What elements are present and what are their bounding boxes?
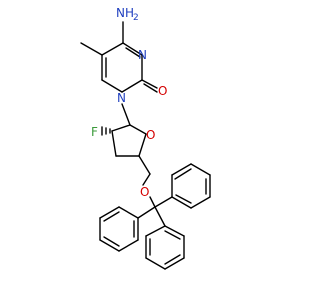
- phenyl-ring-bottom: [145, 225, 185, 270]
- trityl-bond-down: [154, 206, 166, 227]
- molecule-structure: NH 2 N N O F O O: [80, 6, 211, 270]
- o-trityl-bond: [149, 196, 156, 208]
- structure-drawing: NH 2 N N O F O O: [80, 6, 211, 270]
- phenyl-ring-right: [171, 163, 211, 209]
- carbonyl-bond-1: [141, 79, 158, 89]
- ring-nitrogen-top: N: [138, 48, 147, 62]
- pyrimidine-ring: [101, 42, 143, 93]
- ring-oxygen: O: [146, 128, 155, 142]
- amine-label: NH: [116, 6, 134, 20]
- amine-subscript: 2: [133, 13, 139, 23]
- fluorine-label: F: [91, 125, 98, 139]
- fluoro-hash-bond: [101, 126, 111, 136]
- trityl-bond-right: [154, 196, 173, 208]
- ch2-o-bond: [142, 173, 151, 186]
- ring-nitrogen-bottom: N: [117, 91, 126, 105]
- methyl-bond: [80, 42, 103, 56]
- ether-oxygen: O: [140, 185, 149, 199]
- furanose-ring: [111, 124, 147, 157]
- phenyl-ring-left: [99, 206, 139, 252]
- carbonyl-bond-2: [143, 83, 158, 93]
- trityl-bond-left: [137, 206, 156, 219]
- glycosidic-bond: [121, 103, 131, 126]
- ch2-bond: [138, 155, 151, 175]
- carbonyl-oxygen: O: [158, 84, 167, 98]
